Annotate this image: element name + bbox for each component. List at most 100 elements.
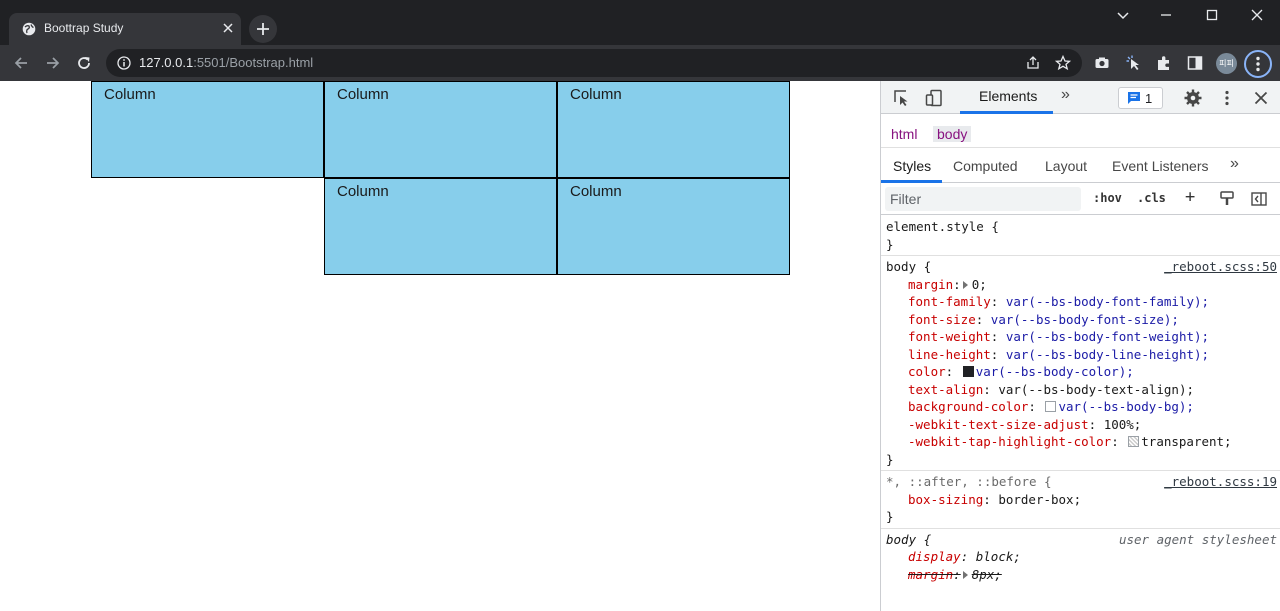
styles-filter-bar: Filter :hov .cls + — [881, 183, 1280, 215]
expand-triangle-icon[interactable] — [962, 280, 968, 289]
dom-breadcrumb: html body — [881, 120, 1280, 148]
url-path: :5501/Bootstrap.html — [193, 55, 314, 70]
tab-elements[interactable]: Elements — [979, 88, 1038, 104]
rule-source-label: user agent stylesheet — [1118, 531, 1277, 547]
browser-tab[interactable]: Boottrap Study — [9, 13, 241, 45]
star-icon[interactable] — [1054, 54, 1072, 72]
style-rule: *, ::after, ::before { _reboot.scss:19 b… — [881, 471, 1280, 529]
tab-search-chevron-icon[interactable] — [1114, 6, 1132, 24]
forward-arrow-icon[interactable] — [44, 54, 62, 72]
info-icon[interactable] — [117, 56, 131, 70]
settings-gear-icon[interactable] — [1183, 88, 1203, 108]
browser-menu-button[interactable] — [1244, 50, 1272, 78]
grid-column: Column — [91, 81, 324, 178]
style-rule: element.style { } — [881, 216, 1280, 256]
new-tab-button[interactable] — [249, 15, 277, 43]
grid-row-1: Column Column Column — [91, 81, 790, 178]
reload-icon[interactable] — [75, 54, 93, 72]
active-subtab-indicator — [881, 180, 942, 183]
minimize-icon[interactable] — [1157, 6, 1175, 24]
grid-column: Column — [557, 178, 790, 275]
title-bar: Boottrap Study — [0, 0, 1280, 45]
grid-column: Column — [324, 178, 557, 275]
url-host: 127.0.0.1 — [139, 55, 194, 70]
devtools-toolbar: Elements » 1 — [881, 81, 1280, 114]
style-declaration[interactable]: -webkit-tap-highlight-color: transparent… — [908, 434, 1232, 449]
issues-count: 1 — [1145, 91, 1153, 106]
back-arrow-icon[interactable] — [12, 54, 30, 72]
styles-subtabs: Styles Computed Layout Event Listeners » — [881, 149, 1280, 183]
tab-title: Boottrap Study — [44, 21, 124, 35]
more-tabs-chevron[interactable]: » — [1061, 86, 1070, 103]
style-declaration[interactable]: color: var(--bs-body-color); — [908, 364, 1134, 379]
style-rule: body { user agent stylesheet display: bl… — [881, 529, 1280, 586]
camera-icon[interactable] — [1093, 54, 1111, 72]
globe-icon — [22, 22, 36, 36]
style-declaration-overridden[interactable]: margin:8px; — [908, 566, 1002, 582]
style-rules-list: element.style { } body { _reboot.scss:50… — [881, 216, 1280, 585]
profile-avatar[interactable]: 피피 — [1216, 53, 1237, 74]
style-declaration[interactable]: -webkit-text-size-adjust: 100%; — [908, 416, 1142, 432]
devtools-panel: Elements » 1 html body Styles Computed L… — [880, 81, 1280, 611]
style-declaration[interactable]: display: block; — [908, 549, 1021, 564]
kebab-menu-icon — [1256, 56, 1260, 72]
rule-source-link[interactable]: _reboot.scss:19 — [1164, 474, 1277, 489]
sidebar-toggle-icon[interactable] — [1250, 190, 1268, 208]
device-toggle-icon[interactable] — [924, 88, 944, 108]
rule-close: } — [886, 451, 894, 467]
close-icon[interactable] — [221, 21, 235, 35]
style-rule: body { _reboot.scss:50 margin:0; font-fa… — [881, 256, 1280, 471]
style-declaration[interactable]: box-sizing: border-box; — [908, 491, 1082, 507]
inspect-element-icon[interactable] — [892, 88, 912, 108]
grid-row-2: Column Column — [91, 178, 790, 275]
tab-computed[interactable]: Computed — [953, 158, 1018, 174]
style-declaration[interactable]: font-size: var(--bs-body-font-size); — [908, 311, 1179, 327]
style-declaration[interactable]: background-color: var(--bs-body-bg); — [908, 399, 1194, 414]
kebab-menu-icon[interactable] — [1217, 88, 1237, 108]
window-close-icon[interactable] — [1248, 6, 1266, 24]
grid-column: Column — [557, 81, 790, 178]
puzzle-icon[interactable] — [1155, 54, 1173, 72]
message-icon — [1128, 92, 1140, 104]
tab-event-listeners[interactable]: Event Listeners — [1112, 158, 1209, 174]
browser-toolbar: 127.0.0.1:5501/Bootstrap.html — [0, 45, 1280, 81]
issues-badge[interactable]: 1 — [1118, 87, 1163, 109]
rule-selector[interactable]: *, ::after, ::before { — [886, 474, 1052, 489]
address-bar[interactable]: 127.0.0.1:5501/Bootstrap.html — [106, 49, 1082, 77]
color-swatch[interactable] — [1128, 436, 1140, 447]
rule-selector[interactable]: body { — [886, 259, 932, 274]
breadcrumb-body[interactable]: body — [933, 126, 972, 142]
style-declaration[interactable]: margin:0; — [908, 276, 987, 292]
rule-close: } — [886, 509, 894, 524]
cls-toggle-button[interactable]: .cls — [1137, 191, 1166, 205]
breadcrumb-html[interactable]: html — [891, 126, 918, 142]
style-declaration[interactable]: line-height: var(--bs-body-line-height); — [908, 346, 1210, 362]
page-viewport: Column Column Column Column Column — [0, 81, 880, 611]
rule-selector[interactable]: body { — [886, 531, 932, 547]
rule-source-link[interactable]: _reboot.scss:50 — [1164, 259, 1277, 274]
color-swatch[interactable] — [1045, 401, 1057, 412]
maximize-icon[interactable] — [1203, 6, 1221, 24]
more-subtabs-chevron[interactable]: » — [1230, 155, 1239, 172]
share-icon[interactable] — [1024, 54, 1042, 72]
new-rule-button[interactable]: + — [1185, 187, 1196, 207]
plus-icon — [257, 23, 269, 35]
tab-layout[interactable]: Layout — [1045, 158, 1088, 174]
paint-brush-icon[interactable] — [1218, 190, 1236, 208]
grid-column: Column — [324, 81, 557, 178]
side-panel-icon[interactable] — [1186, 54, 1204, 72]
style-declaration[interactable]: font-weight: var(--bs-body-font-weight); — [908, 329, 1210, 344]
filter-input[interactable]: Filter — [885, 187, 1081, 211]
rule-selector[interactable]: element.style { — [886, 219, 999, 234]
style-declaration[interactable]: font-family: var(--bs-body-font-family); — [908, 294, 1210, 309]
tab-styles[interactable]: Styles — [893, 158, 932, 174]
cursor-sparkle-icon[interactable] — [1125, 54, 1143, 72]
url-text: 127.0.0.1:5501/Bootstrap.html — [139, 55, 313, 70]
close-devtools-icon[interactable] — [1251, 88, 1271, 108]
active-tab-indicator — [960, 111, 1053, 114]
hov-toggle-button[interactable]: :hov — [1093, 191, 1122, 205]
style-declaration[interactable]: text-align: var(--bs-body-text-align); — [908, 381, 1194, 397]
color-swatch[interactable] — [962, 366, 974, 377]
expand-triangle-icon[interactable] — [962, 570, 968, 579]
